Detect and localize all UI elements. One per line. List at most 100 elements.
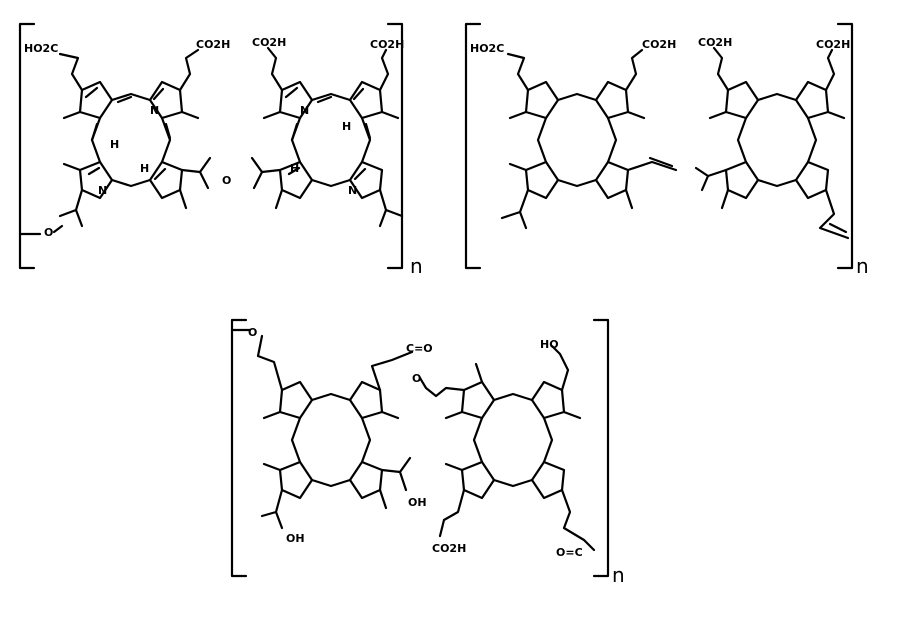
- methyl-groups: [708, 110, 846, 210]
- hydroxyethyl-top: [550, 344, 570, 392]
- pyrrole-ring-b: [348, 380, 384, 420]
- repeat-index: n: [856, 254, 869, 278]
- right-bracket: [386, 22, 404, 270]
- hydroxyl-label-1: OH: [408, 496, 427, 509]
- end-carbonyl-label: O=C: [556, 546, 583, 559]
- hydroxyethyl-right: [380, 456, 412, 492]
- vinyl-end-right: [818, 188, 850, 240]
- pyrrole-ring-d: [530, 460, 566, 500]
- carboxyl-label-bottom: CO2H: [432, 542, 466, 555]
- ester-oxygen-label: O: [412, 372, 421, 385]
- pyrrole-ring-c: [524, 160, 560, 200]
- pyrrole-ring-b: [148, 80, 184, 120]
- repeat-index: n: [612, 563, 625, 587]
- structure-ester-dimer: n O C=O O: [230, 318, 625, 587]
- meso-bridge-right: [360, 116, 372, 164]
- pyrrole-ring-d: [594, 160, 630, 200]
- structure-vinyl-dimer: n HO2C CO2H CO2H CO2H: [464, 22, 869, 278]
- pyrrole-ring-a: [724, 80, 760, 120]
- meso-bridges: [290, 392, 372, 488]
- ethyl-end-left: [58, 188, 84, 228]
- propionic-chain-left: [58, 52, 84, 92]
- ethyl-end-left: [500, 188, 530, 230]
- pyrrole-nitrogen-3: N: [300, 104, 309, 117]
- porphyrin-unit-1: [58, 48, 212, 228]
- propionic-chain-bottom: [438, 488, 466, 538]
- methyl-groups: [508, 110, 646, 210]
- pyrrole-ring-d: [348, 460, 384, 500]
- meso-bridge-bottom: [310, 178, 352, 188]
- left-bracket: [464, 22, 482, 270]
- carboxyl-label-3: CO2H: [252, 36, 286, 49]
- meso-bridges: [736, 92, 818, 188]
- pyrrole-ring-d: [348, 160, 384, 200]
- carboxyl-label-4: CO2H: [370, 38, 404, 51]
- pyrrole-ring-c: [278, 160, 314, 200]
- pyrrole-ring-a: [524, 80, 560, 120]
- carboxyl-label-3: CO2H: [698, 36, 732, 49]
- carboxyl-label-1: HO2C: [470, 42, 504, 55]
- structure-ether-dimer: n: [18, 22, 423, 278]
- start-chain: [230, 328, 284, 392]
- propionic-chain-left: [266, 46, 284, 92]
- pyrrole-ring-b: [794, 80, 830, 120]
- propionic-chain-right: [378, 48, 390, 92]
- double-bond-marks: [284, 86, 372, 181]
- double-bond-marks: [84, 86, 172, 181]
- meso-bridges: [472, 392, 554, 488]
- ester-chain: [370, 350, 414, 392]
- porphyrin-unit-2: [250, 46, 404, 228]
- porphyrin-unit-2: [694, 46, 850, 240]
- pyrrole-hydrogen-3: H: [342, 120, 351, 133]
- structure-1-labels: HO2C CO2H CO2H CO2H N H N H N H N H O O: [24, 36, 404, 239]
- methyl-groups: [262, 110, 400, 210]
- carboxyl-label-4: CO2H: [816, 38, 850, 51]
- left-bracket: [18, 22, 36, 270]
- meso-bridge-bottom: [110, 178, 152, 188]
- left-bracket: [230, 318, 248, 578]
- meso-bridge-top: [110, 92, 152, 102]
- hydroxyl-label-top: HO: [540, 338, 559, 351]
- pyrrole-ring-d: [148, 160, 184, 200]
- pyrrole-nitrogen-4: N: [348, 184, 357, 197]
- ester-ethyl: [418, 376, 466, 398]
- hydroxyl-label-2: OH: [286, 532, 305, 545]
- propionic-chains: [712, 46, 836, 92]
- carboxyl-label-1: HO2C: [24, 42, 58, 55]
- end-ether-bonds: [18, 224, 64, 236]
- ethyl-end-right: [378, 188, 404, 228]
- pyrrole-nitrogen-1: N: [150, 104, 159, 117]
- pyrrole-ring-c: [278, 460, 314, 500]
- meso-bridge-top: [310, 92, 352, 102]
- methyl-groups: [444, 362, 582, 472]
- pyrrole-ring-b: [530, 380, 566, 420]
- vinyl-link: [626, 156, 678, 172]
- ethyl-link-left: [250, 156, 282, 190]
- pyrrole-ring-c: [460, 460, 496, 500]
- end-oxygen-label: O: [44, 226, 53, 239]
- pyrrole-ring-c: [78, 160, 114, 200]
- meso-bridges: [536, 92, 618, 188]
- pyrrole-ring-b: [348, 80, 384, 120]
- ethyl-link-left: [694, 166, 728, 192]
- porphyrin-unit-2: [418, 344, 596, 552]
- methyl-groups: [262, 410, 400, 510]
- pyrrole-ring-b: [594, 80, 630, 120]
- start-oxygen-label: O: [248, 326, 257, 339]
- methyl-groups: [62, 110, 200, 210]
- hydroxyethyl-left: [260, 488, 284, 530]
- porphyrin-unit-1: [500, 48, 678, 230]
- structure-2-labels: HO2C CO2H CO2H CO2H: [470, 36, 850, 55]
- propionic-chain-end: [560, 488, 596, 552]
- ether-oxygen-label: O: [222, 174, 231, 187]
- carboxyl-label-2: CO2H: [642, 38, 676, 51]
- pyrrole-hydrogen-4: H: [290, 162, 299, 175]
- structure-3-labels: O C=O O HO OH OH CO2H O=C: [248, 326, 583, 559]
- porphyrin-unit-1: [230, 328, 414, 530]
- pyrrole-ring-d: [794, 160, 830, 200]
- ester-carbonyl-label: C=O: [406, 342, 433, 355]
- pyrrole-ring-a: [278, 80, 314, 120]
- pyrrole-ring-a: [78, 80, 114, 120]
